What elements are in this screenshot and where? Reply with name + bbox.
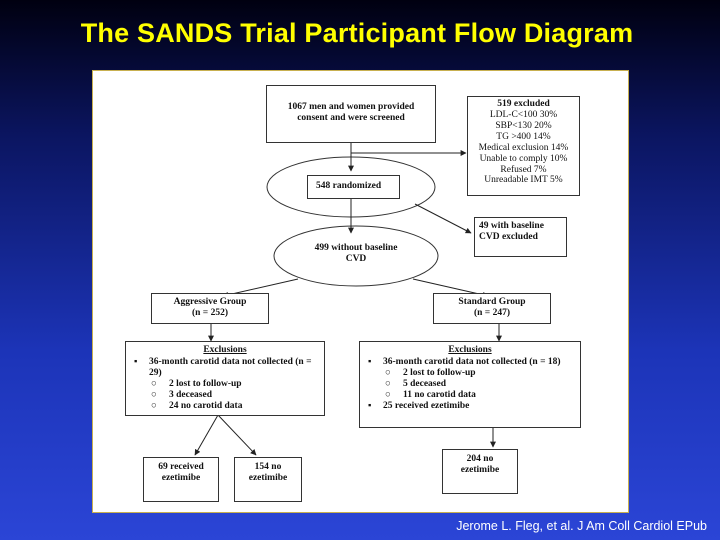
exclusion-item: ▪36-month carotid data not collected (n … (368, 356, 561, 367)
standard-group-box: Standard Group (n = 247) (433, 293, 551, 324)
exclusion-reason: TG >400 14% (496, 131, 551, 142)
agg-no-ezetimibe-box: 154 no ezetimibe (234, 457, 302, 502)
std-no-ezetimibe-text: 204 no ezetimibe (460, 454, 500, 475)
slide-title: The SANDS Trial Participant Flow Diagram (80, 18, 634, 48)
flow-diagram-panel: 1067 men and women provided consent and … (92, 70, 629, 513)
standard-group-name: Standard Group (458, 297, 526, 307)
exclusion-reason: LDL-C<100 30% (489, 109, 558, 120)
exclusion-reason: Unable to comply 10% (479, 153, 568, 164)
exclusion-item: ▪25 received ezetimibe (368, 400, 470, 411)
standard-exclusions-title: Exclusions (448, 345, 492, 355)
cvd-excluded-text: 49 with baseline CVD excluded (479, 221, 544, 242)
exclusion-item: ▪36-month carotid data not collected (n … (134, 356, 312, 378)
exclusion-subitem: ○3 deceased (151, 389, 213, 400)
screened-box: 1067 men and women provided consent and … (266, 85, 436, 143)
agg-ezetimibe-box: 69 received ezetimibe (143, 457, 219, 502)
aggressive-group-box: Aggressive Group (n = 252) (151, 293, 269, 324)
aggressive-exclusions-title: Exclusions (203, 345, 247, 355)
exclusion-reason: Refused 7% (500, 164, 547, 175)
agg-ezetimibe-text: 69 received ezetimibe (158, 462, 204, 483)
without-cvd-ellipse (273, 225, 439, 287)
excluded-box: 519 excluded LDL-C<100 30% SBP<130 20% T… (467, 96, 580, 196)
cvd-excluded-box: 49 with baseline CVD excluded (474, 217, 567, 257)
excluded-title: 519 excluded (497, 99, 550, 109)
randomized-text: 548 randomized (316, 181, 382, 191)
aggressive-group-n: (n = 252) (191, 307, 229, 318)
exclusion-reason: SBP<130 20% (495, 120, 552, 131)
arrow-to-agg-ezetimibe (194, 414, 219, 456)
screened-text: 1067 men and women provided consent and … (287, 102, 415, 123)
arrow-to-cvd-excluded (414, 203, 472, 234)
exclusion-subitem: ○5 deceased (385, 378, 447, 389)
exclusion-subitem: ○2 lost to follow-up (385, 367, 476, 378)
std-no-ezetimibe-box: 204 no ezetimibe (442, 449, 518, 494)
agg-no-ezetimibe-text: 154 no ezetimibe (248, 462, 288, 483)
exclusion-subitem: ○11 no carotid data (385, 389, 476, 400)
exclusion-reason: Medical exclusion 14% (478, 142, 569, 153)
randomized-box: 548 randomized (307, 175, 400, 199)
exclusion-subitem: ○2 lost to follow-up (151, 378, 242, 389)
citation: Jerome L. Fleg, et al. J Am Coll Cardiol… (456, 519, 707, 533)
without-cvd-text: 499 without baseline CVD (314, 243, 398, 264)
standard-group-n: (n = 247) (473, 307, 511, 318)
exclusion-reason: Unreadable IMT 5% (484, 175, 563, 186)
aggressive-exclusions-box: Exclusions ▪36-month carotid data not co… (125, 341, 325, 416)
aggressive-group-name: Aggressive Group (173, 297, 247, 307)
exclusion-subitem: ○24 no carotid data (151, 400, 243, 411)
standard-exclusions-box: Exclusions ▪36-month carotid data not co… (359, 341, 581, 428)
arrow-to-agg-no-ezetimibe (217, 414, 257, 456)
